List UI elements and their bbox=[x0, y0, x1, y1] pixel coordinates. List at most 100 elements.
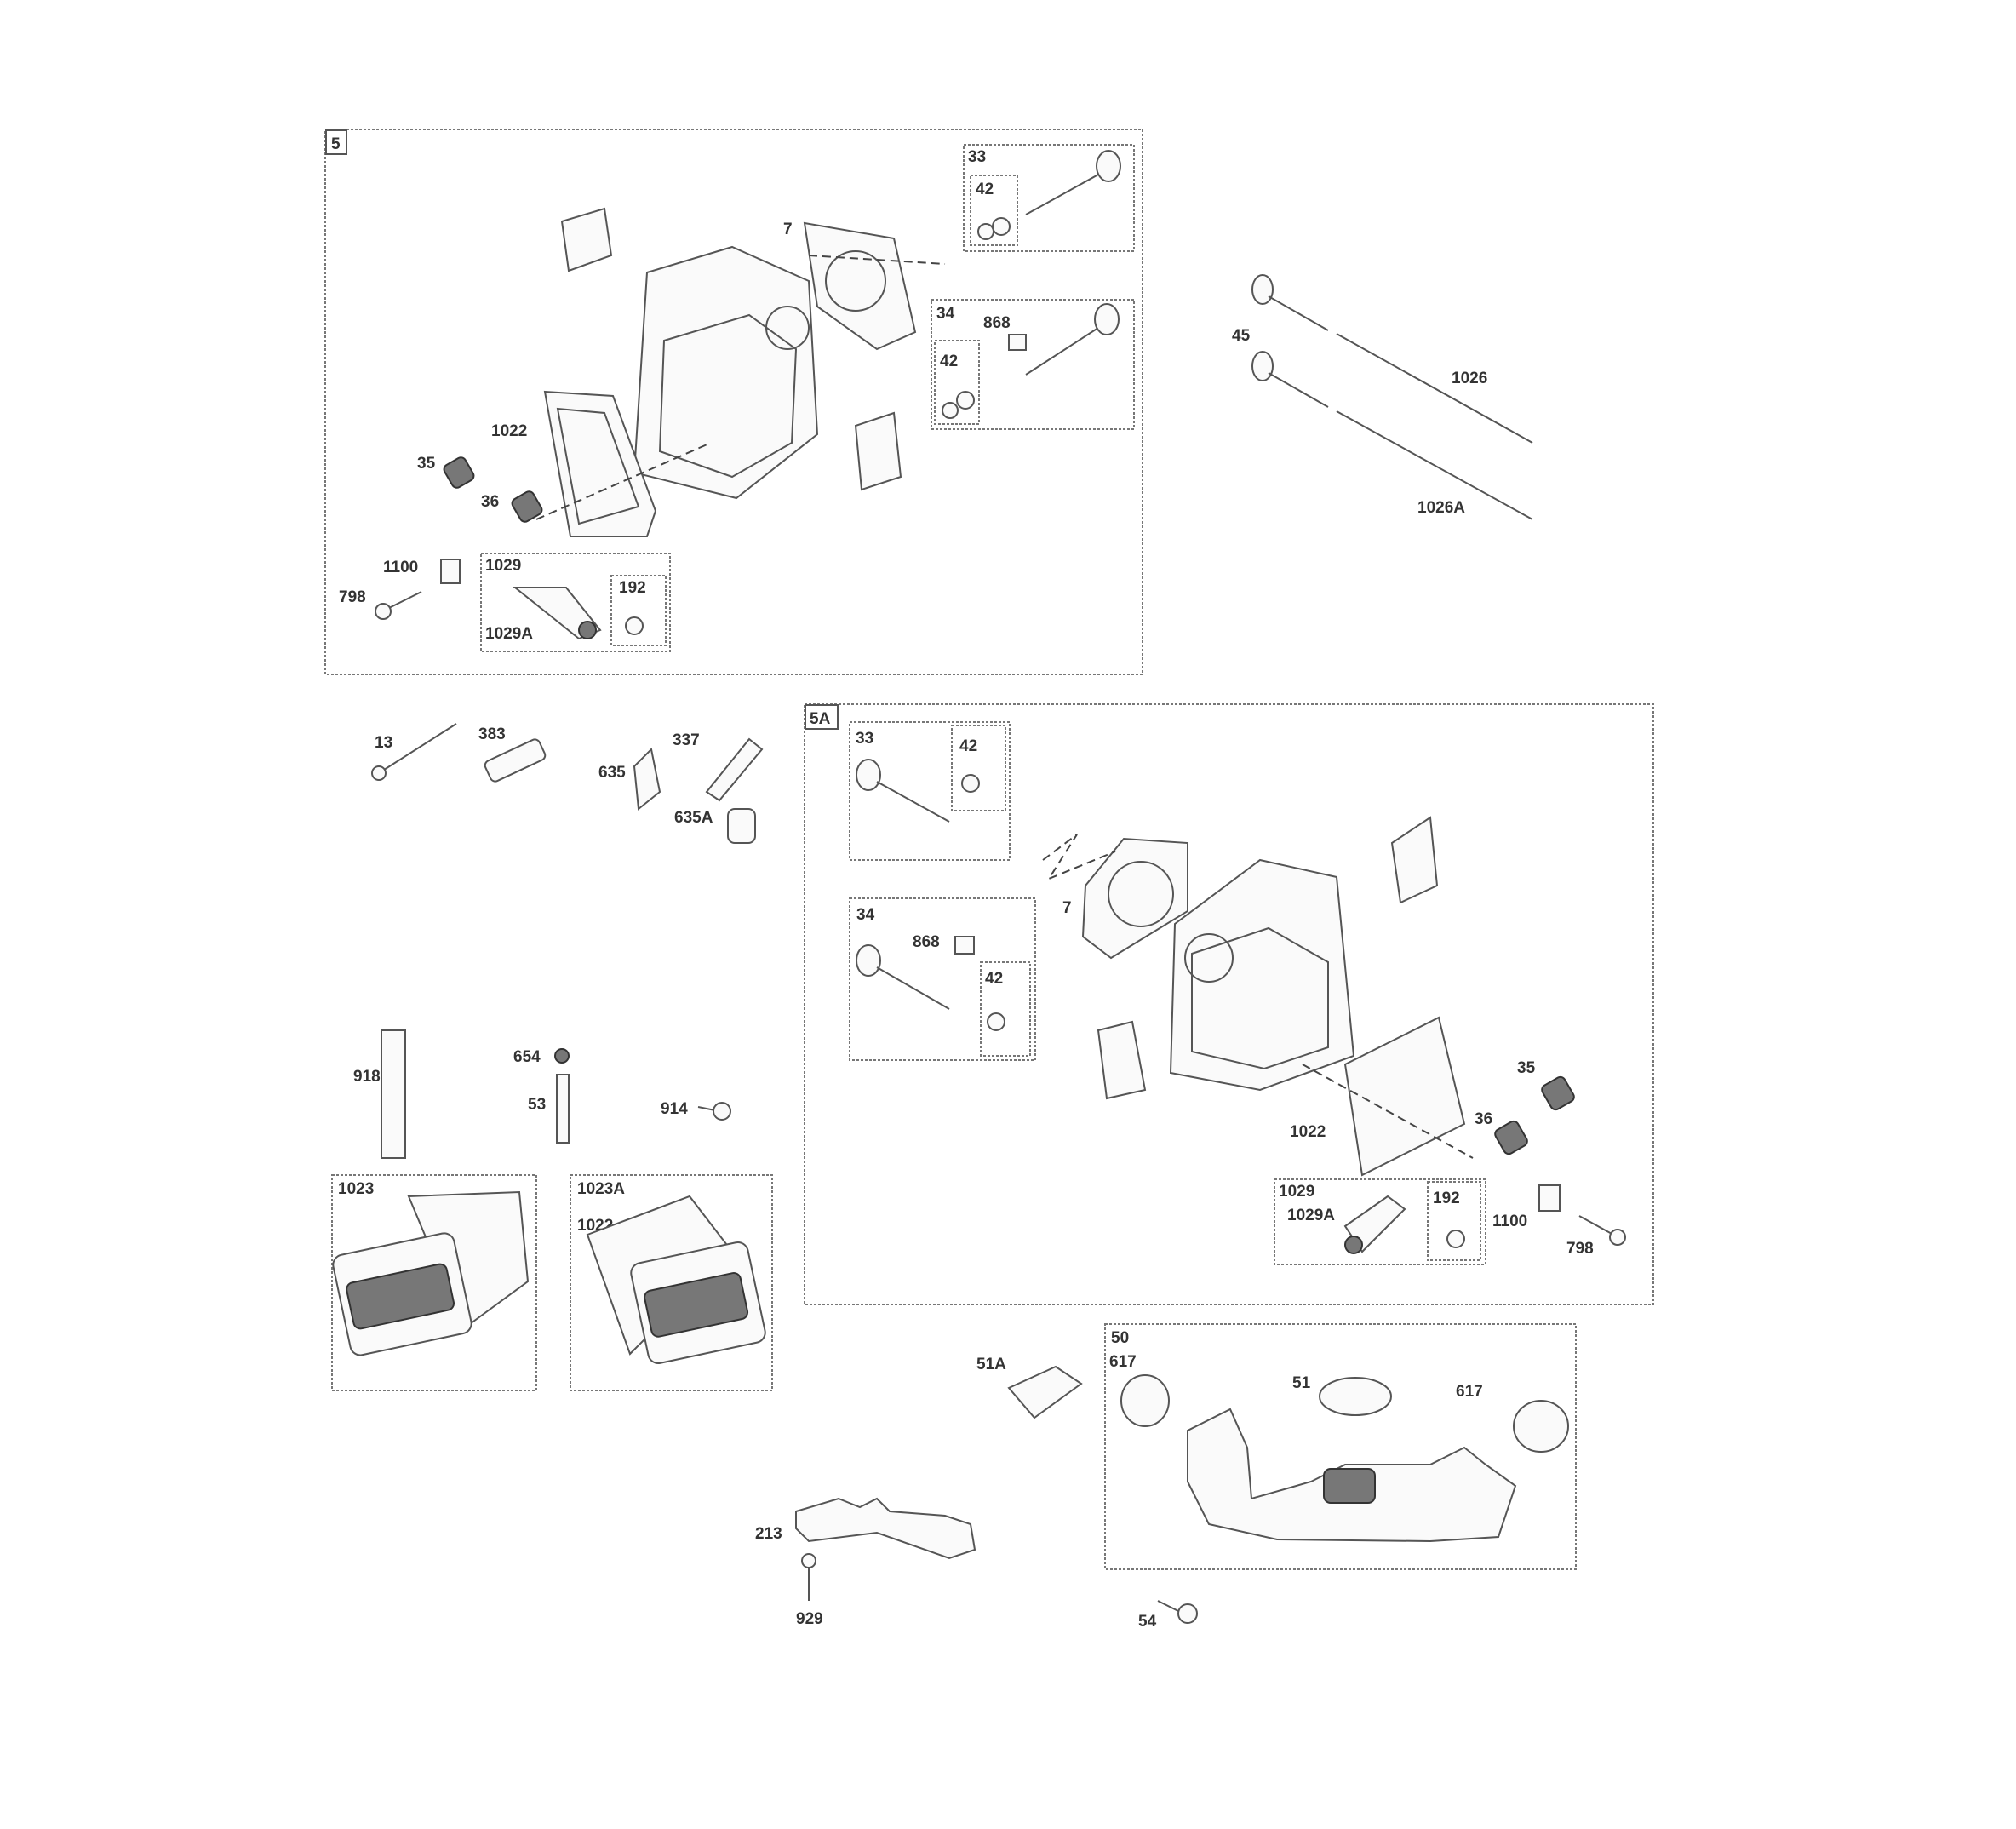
part-35-nut bbox=[443, 456, 475, 489]
valve-5a-34-head bbox=[856, 944, 881, 977]
part-918-label: 918 bbox=[353, 1068, 381, 1086]
intake-gasket-5a bbox=[1390, 816, 1439, 904]
subgroup-5a-33-frame bbox=[849, 721, 1011, 861]
subgroup-192-label: 192 bbox=[619, 579, 646, 597]
group-5a-label-box bbox=[805, 704, 839, 730]
part-337-label: 337 bbox=[673, 731, 700, 749]
part-635-label: 635 bbox=[598, 764, 626, 782]
group-50-intake-manifold: 51A 50 617 51 617 bbox=[976, 1323, 1577, 1570]
intake-valve-head bbox=[1096, 150, 1121, 182]
part-213-label: 213 bbox=[755, 1525, 782, 1543]
valve-5a-33-stem bbox=[876, 781, 950, 823]
part-36-label: 36 bbox=[481, 493, 499, 511]
stud bbox=[556, 1074, 570, 1144]
seal-5a-33 bbox=[961, 774, 980, 793]
subgroup-5a-1029-frame bbox=[1274, 1178, 1486, 1265]
subgroup-1029-label: 1029 bbox=[485, 557, 521, 575]
part-654-label: 654 bbox=[513, 1048, 541, 1066]
subgroup-5a-192-frame bbox=[1427, 1181, 1481, 1261]
part-1029a-label: 1029A bbox=[485, 625, 533, 643]
cylinder-head-5a-port bbox=[1184, 933, 1234, 983]
cylinder-head-chamber bbox=[658, 313, 798, 479]
head-bolt-head bbox=[371, 765, 387, 781]
valve-retainer bbox=[992, 217, 1011, 236]
manifold-center-port bbox=[1323, 1468, 1376, 1504]
subgroup-5a-1029-label: 1029 bbox=[1279, 1183, 1314, 1201]
part-35-label-5a: 35 bbox=[1517, 1059, 1536, 1077]
part-1100-label-5a: 1100 bbox=[1492, 1213, 1527, 1230]
subgroup-33-frame bbox=[963, 144, 1135, 252]
part-929-label: 929 bbox=[796, 1610, 823, 1628]
valve-insert-5a bbox=[954, 936, 975, 955]
part-914-label: 914 bbox=[661, 1100, 688, 1118]
rocker-arm-pivot bbox=[578, 621, 597, 639]
part-383-label: 383 bbox=[478, 725, 506, 743]
cylinder-head-5a-chamber bbox=[1191, 926, 1329, 1070]
head-gasket bbox=[803, 221, 917, 351]
leader-line bbox=[808, 255, 946, 265]
exhaust-valve-stem bbox=[1025, 327, 1099, 376]
part-35-nut-5a bbox=[1541, 1075, 1575, 1111]
part-45-label: 45 bbox=[1232, 327, 1251, 345]
subgroup-5a-42a-frame bbox=[951, 725, 1006, 811]
rocker-arm bbox=[513, 587, 602, 640]
seal-34 bbox=[942, 402, 959, 419]
subgroup-5a-42b-frame bbox=[980, 961, 1031, 1057]
screw-929-head bbox=[801, 1553, 816, 1568]
part-13-label: 13 bbox=[375, 734, 392, 752]
lifter-2-head bbox=[1251, 351, 1274, 381]
screw-54-head bbox=[1177, 1603, 1198, 1624]
part-7-label: 7 bbox=[783, 221, 793, 238]
group-5a-frame bbox=[804, 703, 1654, 1305]
rocker-cover-b-fins bbox=[644, 1272, 749, 1338]
rocker-arm-5a-pivot bbox=[1344, 1236, 1363, 1254]
part-1100 bbox=[440, 559, 461, 584]
manifold-gasket-51 bbox=[1319, 1377, 1392, 1416]
o-ring-left bbox=[1120, 1374, 1170, 1427]
breather-tube bbox=[484, 738, 547, 783]
part-51-label: 51 bbox=[1292, 1374, 1311, 1392]
leader-line-1022-5a bbox=[1302, 1064, 1474, 1159]
group-5-cylinder-head-assembly: 5 33 42 34 42 868 7 1022 bbox=[324, 129, 1143, 675]
group-5-label: 5 bbox=[331, 135, 341, 153]
retainer-34 bbox=[956, 391, 975, 410]
part-36-nut-5a bbox=[1494, 1120, 1528, 1155]
lifter-2-body bbox=[1268, 372, 1329, 408]
group-1023-frame bbox=[331, 1174, 537, 1391]
group-1023-rocker-cover: 1023 1022 bbox=[331, 1174, 537, 1391]
subgroup-42-frame bbox=[970, 175, 1018, 246]
subgroup-5a-34-label: 34 bbox=[856, 906, 875, 924]
rocker-cover-a-fins bbox=[346, 1263, 455, 1330]
part-36-label-5a: 36 bbox=[1475, 1110, 1492, 1128]
exhaust-valve-head bbox=[1094, 303, 1120, 335]
part-1100-5a bbox=[1538, 1184, 1561, 1212]
part-868-label-5a: 868 bbox=[913, 933, 940, 951]
cylinder-head-port bbox=[765, 306, 810, 350]
group-5-label-box bbox=[325, 129, 347, 155]
head-gasket-5a bbox=[1081, 837, 1188, 960]
exhaust-gasket bbox=[854, 411, 902, 491]
bottom-parts: 213 929 54 bbox=[755, 1497, 1198, 1631]
part-617-label-b: 617 bbox=[1456, 1383, 1483, 1401]
seal-5a-34 bbox=[987, 1012, 1005, 1031]
group-1023a-rocker-cover: 1023A 1022 bbox=[570, 1174, 773, 1391]
part-798-5a-stem bbox=[1578, 1215, 1614, 1236]
group-5-frame bbox=[324, 129, 1143, 675]
push-rod-1 bbox=[1336, 333, 1533, 444]
push-rods: 45 1026 1026A bbox=[1232, 274, 1533, 520]
part-798-5a-head bbox=[1609, 1229, 1626, 1246]
subgroup-34-42-frame bbox=[934, 340, 980, 425]
subgroup-5a-192-label: 192 bbox=[1433, 1190, 1460, 1207]
screw-914-head bbox=[713, 1102, 731, 1121]
part-654 bbox=[554, 1048, 570, 1064]
dipstick-tube bbox=[381, 1029, 406, 1159]
intake-gasket bbox=[560, 207, 613, 272]
part-35-label: 35 bbox=[417, 455, 436, 473]
spark-plug-boot bbox=[633, 747, 662, 811]
leader-line-1022 bbox=[536, 442, 712, 520]
part-1100-label: 1100 bbox=[383, 559, 418, 576]
part-1029a-label-5a: 1029A bbox=[1287, 1207, 1335, 1224]
group-50-label: 50 bbox=[1111, 1329, 1129, 1347]
spark-plug bbox=[705, 737, 764, 802]
part-53-label: 53 bbox=[528, 1096, 546, 1114]
